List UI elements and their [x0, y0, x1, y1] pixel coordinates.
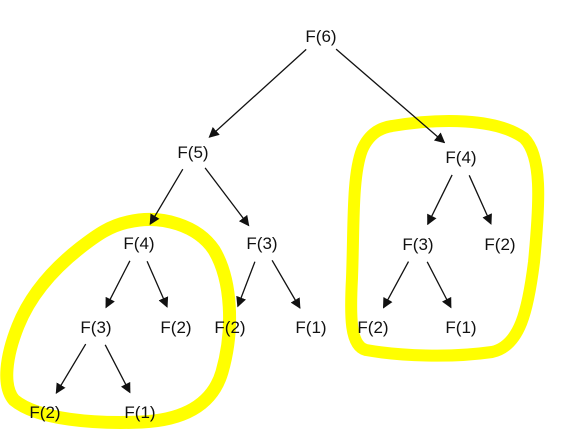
highlight-left-subtree — [0, 213, 237, 429]
highlight-layer — [0, 115, 545, 429]
node-f3-mid: F(3) — [246, 234, 277, 253]
node-f1-left-leaf: F(1) — [124, 403, 155, 422]
edge-n6-n12 — [382, 261, 410, 309]
edge-n4-n9 — [146, 261, 169, 308]
edge-n2-n4 — [149, 168, 184, 225]
node-f4-right: F(4) — [445, 148, 476, 167]
edge-n6-n13 — [426, 261, 452, 309]
edge-n8-n15 — [104, 344, 131, 394]
edge-n8-n14 — [55, 343, 87, 394]
edge-n1-n2 — [208, 48, 307, 138]
edge-n5-n11 — [271, 259, 301, 309]
node-f2-right-leaf: F(2) — [357, 318, 388, 337]
node-f4-left: F(4) — [123, 234, 154, 253]
node-f2-left-leaf: F(2) — [29, 403, 60, 422]
edge-n3-n7 — [468, 175, 492, 225]
node-f2-mid: F(2) — [214, 318, 245, 337]
edge-n1-n3 — [335, 48, 446, 144]
highlight-right-subtree — [345, 115, 545, 362]
edge-n4-n8 — [105, 260, 131, 309]
node-f3-left: F(3) — [80, 318, 111, 337]
node-f1-mid: F(1) — [295, 318, 326, 337]
node-root-f6: F(6) — [305, 27, 336, 46]
node-f2-left: F(2) — [160, 318, 191, 337]
node-layer: F(6) F(5) F(4) F(4) F(3) F(3) F(2) F(3) … — [29, 27, 515, 422]
edge-n2-n5 — [204, 167, 250, 227]
edge-n3-n6 — [427, 174, 453, 226]
node-f3-right: F(3) — [402, 235, 433, 254]
node-f1-right-leaf: F(1) — [445, 318, 476, 337]
node-f5: F(5) — [177, 143, 208, 162]
node-f2-right: F(2) — [484, 235, 515, 254]
edge-n5-n10 — [236, 261, 256, 308]
edge-layer — [55, 48, 492, 394]
